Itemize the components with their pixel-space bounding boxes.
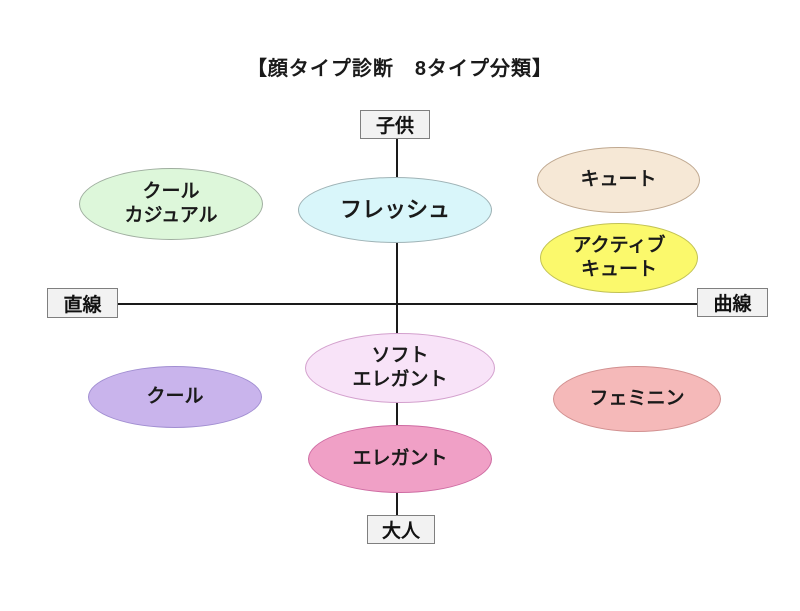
axis-label-straight: 直線 bbox=[47, 288, 118, 318]
type-label-line: エレガント bbox=[352, 448, 448, 470]
type-label-line: キュート bbox=[580, 259, 657, 280]
type-label-line: フレッシュ bbox=[339, 197, 450, 223]
type-label-line: ソフト bbox=[371, 345, 429, 367]
type-ellipse-active-cute: アクティブ キュート bbox=[540, 223, 698, 293]
type-ellipse-feminine: フェミニン bbox=[553, 366, 721, 432]
axis-label-child: 子供 bbox=[360, 110, 430, 139]
axis-label-child-text: 子供 bbox=[375, 116, 414, 137]
type-ellipse-fresh: フレッシュ bbox=[298, 177, 492, 243]
type-ellipse-cute: キュート bbox=[537, 147, 700, 213]
horizontal-axis-line bbox=[118, 303, 697, 305]
type-label-line: アクティブ bbox=[572, 235, 666, 257]
type-ellipse-cool-casual: クール カジュアル bbox=[79, 168, 263, 240]
type-label-line: フェミニン bbox=[589, 388, 685, 410]
type-label-line: クール bbox=[146, 386, 204, 408]
vertical-axis-line bbox=[396, 139, 398, 515]
axis-label-straight-text: 直線 bbox=[63, 294, 102, 316]
type-ellipse-cool: クール bbox=[88, 366, 262, 428]
axis-label-curved-text: 曲線 bbox=[713, 294, 752, 315]
axis-label-adult: 大人 bbox=[367, 515, 435, 544]
axis-label-curved: 曲線 bbox=[697, 288, 768, 317]
type-label-line: クール bbox=[142, 181, 200, 203]
type-label-line: キュート bbox=[580, 169, 657, 191]
type-label-line: カジュアル bbox=[124, 205, 218, 226]
axis-label-adult-text: 大人 bbox=[381, 521, 420, 542]
type-ellipse-soft-elegant: ソフト エレガント bbox=[305, 333, 495, 403]
type-ellipse-elegant: エレガント bbox=[308, 425, 492, 493]
type-label-line: エレガント bbox=[352, 369, 448, 390]
diagram-title: 【顔タイプ診断 8タイプ分類】 bbox=[246, 58, 554, 80]
